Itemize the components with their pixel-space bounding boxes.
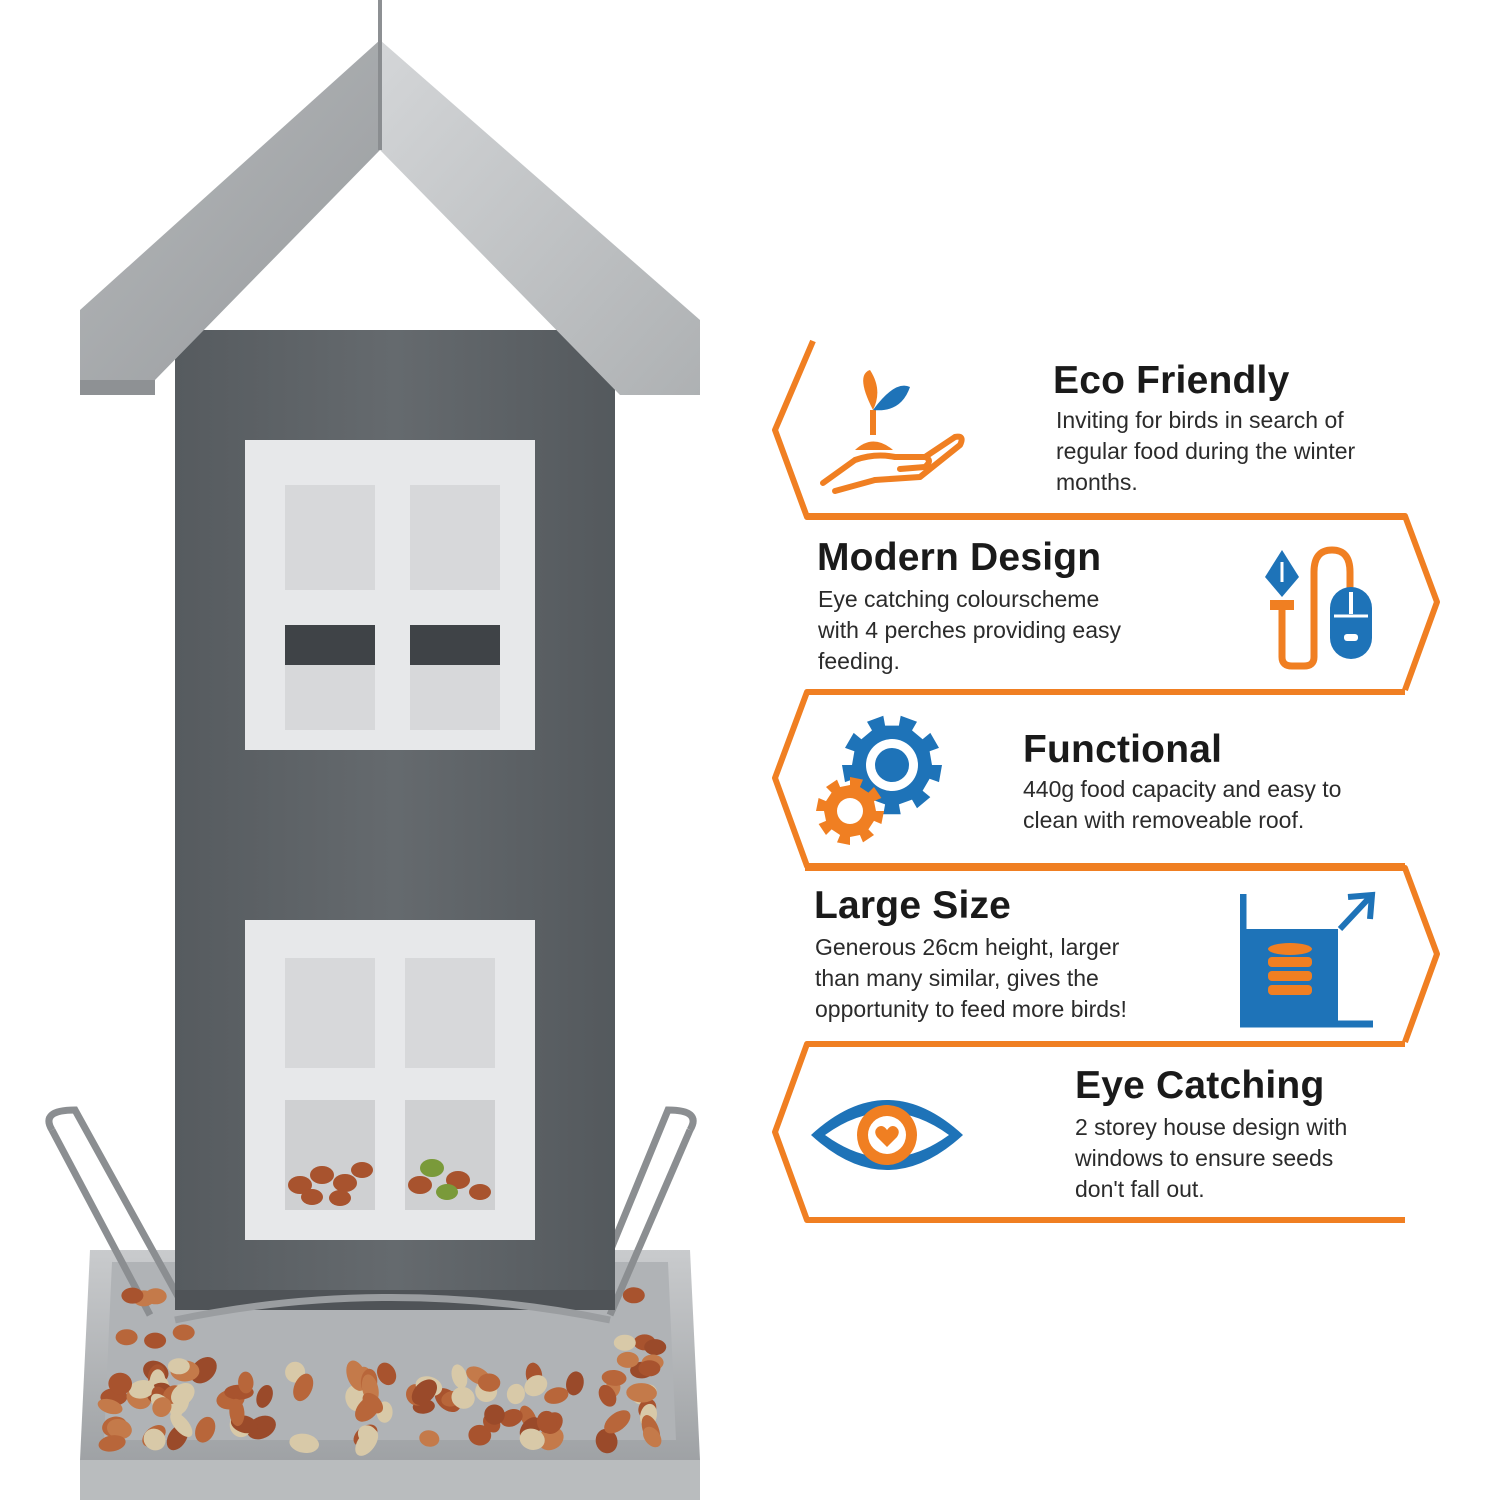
feature-description: 440g food capacity and easy to clean wit… bbox=[1023, 774, 1341, 836]
feature-title: Eye Catching bbox=[1075, 1064, 1325, 1107]
feature-large-size: Large Size Generous 26cm height, larger … bbox=[745, 864, 1445, 1049]
feature-eco-friendly: Eco Friendly Inviting for birds in searc… bbox=[745, 335, 1445, 525]
pen-tool-mouse-icon bbox=[1265, 546, 1372, 670]
feature-description-line: than many similar, gives the bbox=[815, 965, 1099, 991]
feature-description-line: don't fall out. bbox=[1075, 1176, 1205, 1202]
plant-in-hand-icon bbox=[820, 370, 965, 494]
database-expand-icon bbox=[1240, 891, 1376, 1028]
feature-description: Eye catching colourscheme with 4 perches… bbox=[818, 584, 1121, 677]
feature-description-line: Eye catching colourscheme bbox=[818, 586, 1100, 612]
feature-modern-design: Modern Design Eye catching colourscheme … bbox=[745, 512, 1445, 697]
feature-description-line: windows to ensure seeds bbox=[1075, 1145, 1334, 1171]
feature-description-line: feeding. bbox=[818, 648, 900, 674]
feature-title: Eco Friendly bbox=[1053, 359, 1290, 402]
gears-icon bbox=[816, 715, 942, 845]
feature-description: Generous 26cm height, larger than many s… bbox=[815, 932, 1127, 1025]
eye-heart-icon bbox=[811, 1100, 963, 1170]
feature-description-line: 440g food capacity and easy to bbox=[1023, 776, 1342, 802]
feature-functional: Functional 440g food capacity and easy t… bbox=[745, 688, 1445, 873]
feature-frame bbox=[805, 513, 1440, 692]
feature-frame bbox=[772, 1041, 1405, 1223]
feature-description-line: opportunity to feed more birds! bbox=[815, 996, 1127, 1022]
feature-description-line: months. bbox=[1056, 469, 1138, 495]
feature-description: 2 storey house design with windows to en… bbox=[1075, 1112, 1347, 1205]
bird-feeder-house-illustration bbox=[45, 0, 700, 1500]
feature-description-line: with 4 perches providing easy bbox=[818, 617, 1121, 643]
feature-description-line: Generous 26cm height, larger bbox=[815, 934, 1120, 960]
feature-frame bbox=[805, 865, 1440, 1044]
feature-title: Modern Design bbox=[817, 536, 1102, 579]
feature-title: Large Size bbox=[814, 884, 1012, 927]
feature-title: Functional bbox=[1023, 728, 1223, 771]
feature-description-line: 2 storey house design with bbox=[1075, 1114, 1348, 1140]
feature-description: Inviting for birds in search of regular … bbox=[1056, 405, 1355, 498]
feature-description-line: regular food during the winter bbox=[1056, 438, 1356, 464]
feature-description-line: clean with removeable roof. bbox=[1023, 807, 1305, 833]
feature-description-line: Inviting for birds in search of bbox=[1056, 407, 1344, 433]
feature-eye-catching: Eye Catching 2 storey house design with … bbox=[745, 1040, 1445, 1230]
